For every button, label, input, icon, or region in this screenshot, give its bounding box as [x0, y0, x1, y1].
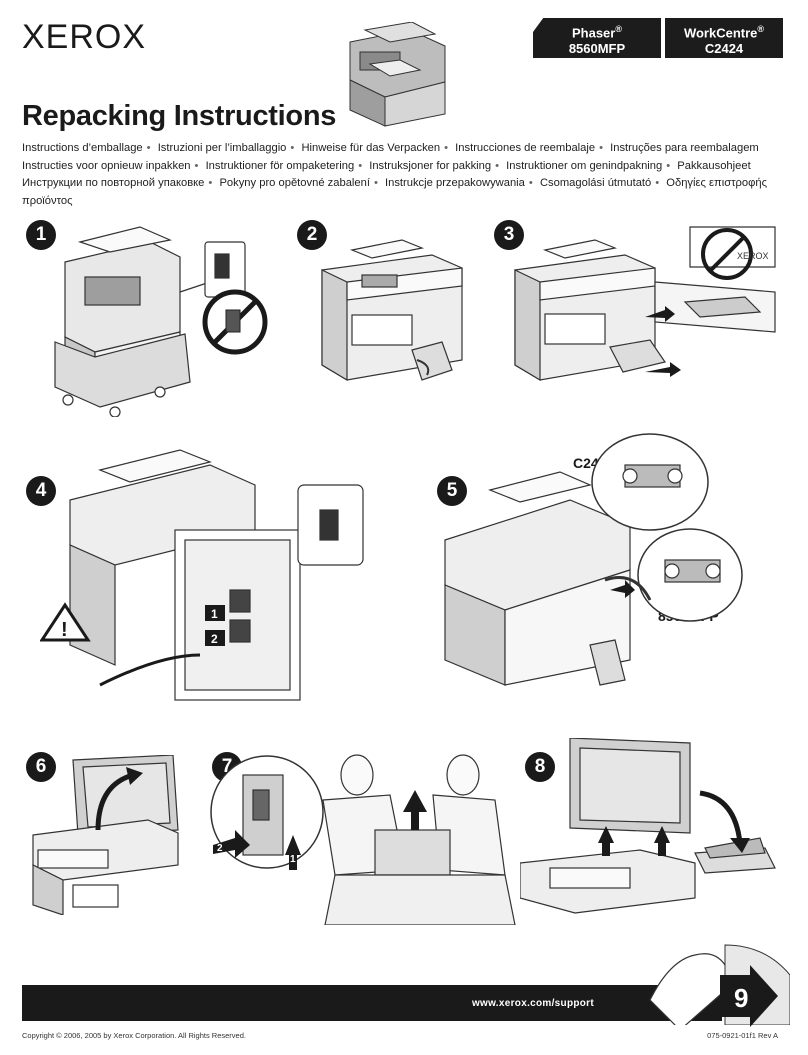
support-url: www.xerox.com/support [471, 998, 594, 1009]
header-printer-illustration [330, 22, 452, 130]
language-item: Csomagolási útmutató [539, 177, 652, 189]
separator: • [666, 159, 671, 172]
separator: • [373, 177, 378, 189]
separator: • [528, 177, 533, 189]
xerox-logo: XEROX [22, 18, 147, 56]
separator: • [495, 159, 500, 172]
language-item: Instrukcje przepakowywania [384, 177, 525, 189]
step-5-illustration [440, 430, 770, 710]
step-6-number: 6 [26, 752, 56, 782]
language-item: Instruções para reembalagem [610, 142, 759, 154]
language-item: Instrucciones de reembalaje [455, 142, 596, 154]
language-item: Pokyny pro opětovné zabalení [219, 177, 370, 189]
language-item: Instruksjoner for pakking [369, 159, 492, 172]
step-5-number: 5 [437, 476, 467, 506]
next-page-arrow[interactable]: 9 [720, 965, 780, 1032]
step-2-illustration [312, 230, 472, 405]
step-7-illustration: 2 1 [205, 750, 520, 925]
separator: • [208, 177, 213, 189]
separator: • [444, 142, 449, 154]
step-6-illustration [28, 755, 203, 915]
language-list: Instructions d’emballage• Istruzioni per… [22, 140, 792, 210]
language-item: Инструкции по повторной упаковке [22, 177, 205, 189]
registered-mark: ® [757, 24, 765, 34]
step-8-number: 8 [525, 752, 555, 782]
next-page-number: 9 [734, 983, 748, 1013]
language-item: Istruzioni per l’imballaggio [157, 142, 287, 154]
step-1-illustration [50, 222, 275, 417]
step-1-number: 1 [26, 220, 56, 250]
step-2-number: 2 [297, 220, 327, 250]
separator: • [655, 177, 660, 189]
model-badge-workcentre: WorkCentre® C2424 [665, 18, 783, 58]
step-4-illustration: ! 1 2 [40, 440, 370, 705]
badge-phaser-line1: Phaser [571, 25, 616, 41]
language-item: Instruktioner för ompaketering [205, 159, 355, 172]
step-8-illustration [520, 738, 780, 918]
step-3-number: 3 [494, 220, 524, 250]
separator: • [146, 142, 151, 154]
badge-workcentre-line2: C2424 [704, 41, 744, 57]
step-7-callout-1: 1 [290, 854, 296, 865]
separator: • [599, 142, 603, 154]
copyright-text: Copyright © 2006, 2005 by Xerox Corporat… [22, 1031, 246, 1040]
badge-phaser-line2: 8560MFP [568, 41, 626, 57]
language-item: Instructies voor opnieuw inpakken [22, 159, 191, 172]
language-item: Instructions d’emballage [22, 142, 143, 154]
part-number: 075-0921-01f1 Rev A [707, 1031, 778, 1040]
footer-bar [22, 985, 722, 1021]
step-7-callout-2: 2 [217, 843, 223, 854]
separator: • [358, 159, 363, 172]
badge-workcentre-line1: WorkCentre [683, 25, 758, 41]
step-4-callout-1: 1 [211, 607, 218, 621]
model-badge-phaser: Phaser® 8560MFP [533, 18, 661, 58]
language-item: Hinweise für das Verpacken [301, 142, 441, 154]
language-item: Instruktioner om genindpakning [506, 159, 663, 172]
separator: • [194, 159, 199, 172]
language-item: Οδηγίες επιστροφής προϊόντος [22, 177, 767, 207]
page-title: Repacking Instructions [22, 100, 337, 132]
step-4-number: 4 [26, 476, 56, 506]
language-item: Pakkausohjeet [677, 159, 751, 172]
separator: • [290, 142, 295, 154]
step-4-callout-2: 2 [211, 632, 218, 646]
step-3-box-text: XEROX [737, 251, 769, 261]
step-3-illustration: XEROX [505, 222, 790, 407]
registered-mark: ® [615, 24, 622, 34]
svg-text:!: ! [61, 619, 68, 641]
